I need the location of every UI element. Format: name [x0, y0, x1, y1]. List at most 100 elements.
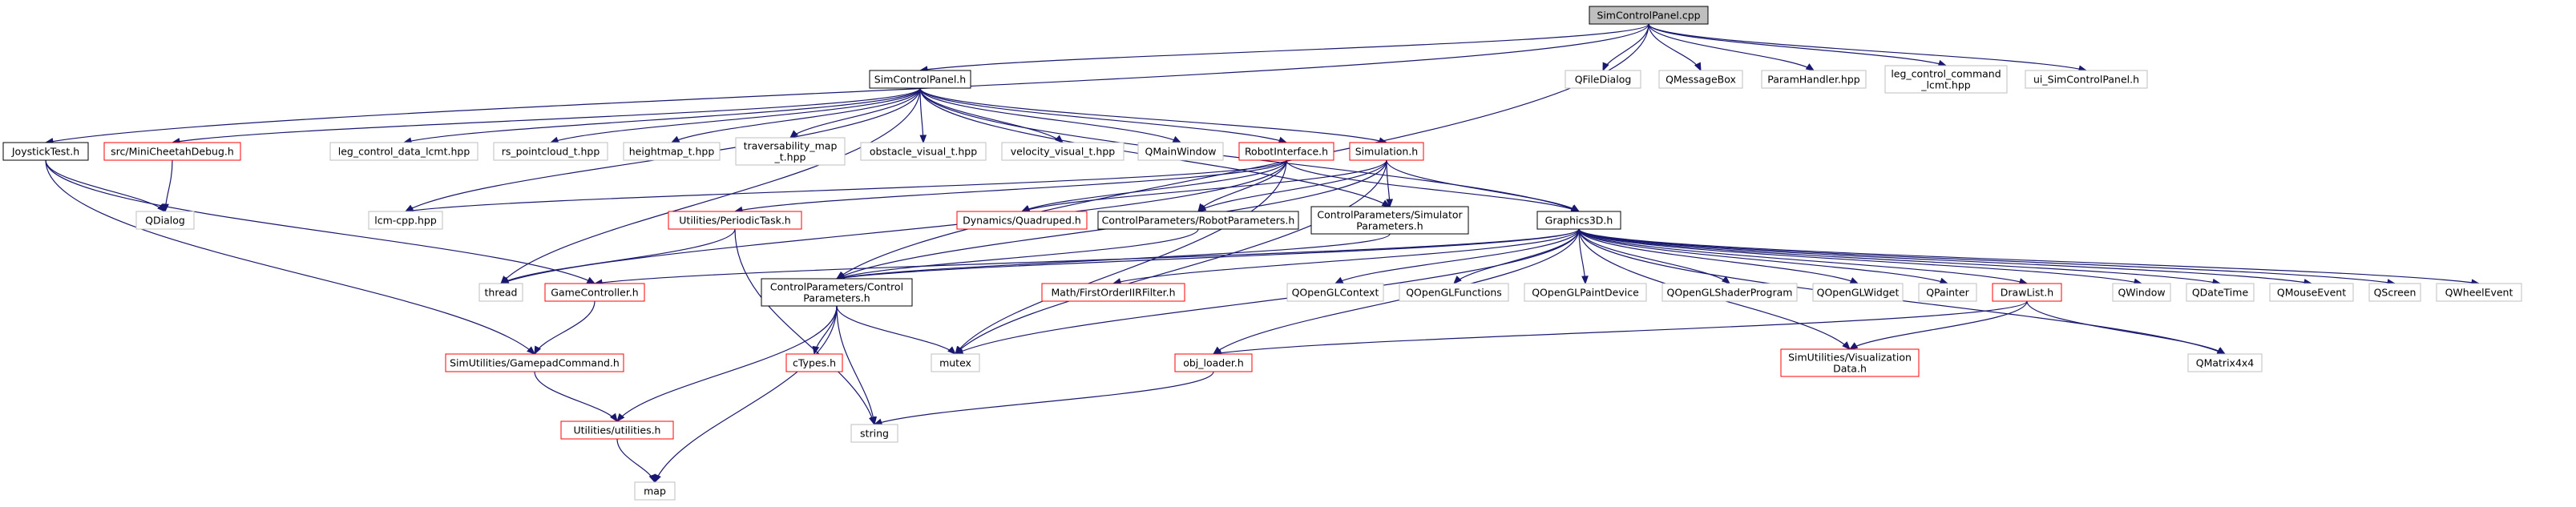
node-utilities_h[interactable]: Utilities/utilities.h — [560, 420, 674, 440]
node-qdatetime[interactable]: QDateTime — [2186, 283, 2255, 302]
node-label: QFileDialog — [1575, 74, 1632, 86]
node-ui_simcontrolpanel_h[interactable]: ui_SimControlPanel.h — [2025, 70, 2148, 89]
node-box — [2436, 283, 2522, 302]
node-minicheetahdebug_h[interactable]: src/MiniCheetahDebug.h — [103, 142, 241, 161]
node-velocity_visual_t_hpp[interactable]: velocity_visual_t.hpp — [1001, 142, 1124, 161]
node-rs_pointcloud_t_hpp[interactable]: rs_pointcloud_t.hpp — [493, 142, 608, 161]
node-qmouseevent[interactable]: QMouseEvent — [2269, 283, 2354, 302]
node-label: Data.h — [1833, 363, 1867, 375]
edge-simcontrolpanel_h-to-traversability_map_t_hpp — [789, 87, 921, 139]
node-ctypes_h[interactable]: cTypes.h — [785, 353, 843, 372]
node-simcontrolpanel_cpp[interactable]: SimControlPanel.cpp — [1589, 6, 1709, 25]
edge-graphics3d_h-to-qopenglwidget — [1578, 228, 1859, 284]
node-qfiledialog[interactable]: QFileDialog — [1565, 70, 1641, 89]
node-qopenglshaderprogram[interactable]: QOpenGLShaderProgram — [1661, 283, 1798, 302]
edge-simcontrolpanel_h-to-obstacle_visual_t_hpp — [919, 87, 924, 143]
edge-simulation_h-to-mutex — [955, 159, 1387, 355]
node-label: QDateTime — [2192, 287, 2249, 299]
node-label: QMainWindow — [1145, 146, 1217, 158]
node-label: Parameters.h — [1356, 220, 1423, 232]
node-gamecontroller_h[interactable]: GameController.h — [544, 283, 645, 302]
edge-gamecontroller_h-to-gamepadcommand_h — [534, 300, 596, 355]
arrowhead-simcontrolpanel_h-to-heightmap_t_hpp — [670, 135, 680, 143]
edge-simcontrolpanel_h-to-heightmap_t_hpp — [671, 87, 921, 143]
node-periodictask_h[interactable]: Utilities/PeriodicTask.h — [668, 211, 802, 230]
node-box — [135, 211, 195, 230]
node-box — [1174, 353, 1253, 372]
node-label: src/MiniCheetahDebug.h — [111, 146, 234, 158]
node-qpainter[interactable]: QPainter — [1918, 283, 1977, 302]
node-qmatrix4x4[interactable]: QMatrix4x4 — [2187, 353, 2263, 372]
node-box — [493, 142, 608, 161]
node-label: QScreen — [2374, 287, 2417, 299]
node-simcontrolpanel_h[interactable]: SimControlPanel.h — [869, 70, 971, 89]
node-joysticktest_h[interactable]: JoystickTest.h — [2, 142, 89, 161]
node-qscreen[interactable]: QScreen — [2368, 283, 2421, 302]
node-obj_loader_h[interactable]: obj_loader.h — [1174, 353, 1253, 372]
edge-graphics3d_h-to-qmouseevent — [1578, 228, 2312, 284]
node-label: heightmap_t.hpp — [629, 146, 715, 158]
node-qopenglpaintdevice[interactable]: QOpenGLPaintDevice — [1524, 283, 1647, 302]
node-traversability_map_t_hpp[interactable]: traversability_map_t.hpp — [735, 137, 846, 166]
edge-simulation_h-to-graphics3d_h — [1386, 159, 1580, 212]
node-drawlist_h[interactable]: DrawList.h — [1992, 283, 2062, 302]
arrowhead-controlparameters_h-to-utilities_h — [616, 412, 625, 423]
node-qopenglcontext[interactable]: QOpenGLContext — [1286, 283, 1384, 302]
edge-graphics3d_h-to-firstorderiirfilter_h — [1112, 228, 1580, 284]
node-heightmap_t_hpp[interactable]: heightmap_t.hpp — [623, 142, 721, 161]
node-qwindow[interactable]: QWindow — [2112, 283, 2171, 302]
node-string[interactable]: string — [850, 424, 898, 443]
node-qmessagebox[interactable]: QMessageBox — [1658, 70, 1743, 89]
node-label: Simulation.h — [1355, 146, 1418, 158]
node-controlparameters_h[interactable]: ControlParameters/ControlParameters.h — [761, 278, 913, 307]
node-label: obj_loader.h — [1183, 357, 1244, 369]
node-robotinterface_h[interactable]: RobotInterface.h — [1238, 142, 1334, 161]
edge-graphics3d_h-to-qpainter — [1578, 228, 1948, 284]
edge-drawlist_h-to-qmatrix4x4 — [2026, 300, 2226, 355]
node-robotparameters_h[interactable]: ControlParameters/RobotParameters.h — [1097, 211, 1299, 230]
node-box — [1399, 283, 1509, 302]
node-leg_control_data_lcmt_hpp[interactable]: leg_control_data_lcmt.hpp — [329, 142, 478, 161]
node-map[interactable]: map — [634, 481, 676, 501]
node-label: Graphics3D.h — [1545, 215, 1613, 227]
arrowhead-gamecontroller_h-to-gamepadcommand_h — [534, 345, 542, 356]
node-leg_control_command_lcmt_hpp[interactable]: leg_control_command_lcmt.hpp — [1884, 65, 2008, 94]
edge-graphics3d_h-to-qopenglfunctions — [1453, 228, 1580, 284]
node-thread[interactable]: thread — [478, 283, 523, 302]
node-qdialog[interactable]: QDialog — [135, 211, 195, 230]
node-box — [368, 211, 443, 230]
edge-simcontrolpanel_cpp-to-joysticktest_h — [45, 23, 1649, 143]
node-label: QOpenGLPaintDevice — [1532, 287, 1639, 299]
edge-simcontrolpanel_cpp-to-ui_simcontrolpanel_h — [1648, 23, 2087, 71]
node-graphics3d_h[interactable]: Graphics3D.h — [1536, 211, 1621, 230]
node-obstacle_visual_t_hpp[interactable]: obstacle_visual_t.hpp — [860, 142, 987, 161]
node-lcm_cpp_hpp[interactable]: lcm-cpp.hpp — [368, 211, 443, 230]
node-mutex[interactable]: mutex — [931, 353, 980, 372]
node-qwheelevent[interactable]: QWheelEvent — [2436, 283, 2522, 302]
edge-simulation_h-to-robotparameters_h — [1197, 159, 1387, 212]
node-box — [1310, 206, 1469, 235]
node-box — [445, 353, 624, 372]
node-gamepadcommand_h[interactable]: SimUtilities/GamepadCommand.h — [445, 353, 624, 372]
node-label: JoystickTest.h — [11, 146, 79, 158]
edge-robotparameters_h-to-controlparameters_h — [836, 228, 1199, 280]
node-simulation_h[interactable]: Simulation.h — [1349, 142, 1424, 161]
node-quadruped_h[interactable]: Dynamics/Quadruped.h — [956, 211, 1088, 230]
edge-controlparameters_h-to-mutex — [836, 305, 956, 355]
node-paramhandler_hpp[interactable]: ParamHandler.hpp — [1761, 70, 1867, 89]
edge-robotinterface_h-to-lcm_cpp_hpp — [405, 159, 1287, 212]
edge-simcontrolpanel_cpp-to-qmessagebox — [1648, 23, 1702, 71]
edge-drawlist_h-to-visualizationdata_h — [1849, 300, 2028, 350]
node-box — [103, 142, 241, 161]
arrowhead-graphics3d_h-to-qpainter — [1939, 277, 1949, 285]
node-box — [2025, 70, 2148, 89]
node-qmainwindow[interactable]: QMainWindow — [1137, 142, 1224, 161]
node-label: cTypes.h — [793, 357, 836, 369]
node-qopenglwidget[interactable]: QOpenGLWidget — [1812, 283, 1904, 302]
edge-simulation_h-to-quadruped_h — [1021, 159, 1387, 212]
edge-minicheetahdebug_h-to-qdialog — [164, 159, 173, 212]
node-firstorderiirfilter_h[interactable]: Math/FirstOrderIIRFilter.h — [1041, 283, 1185, 302]
node-qopenglfunctions[interactable]: QOpenGLFunctions — [1399, 283, 1509, 302]
